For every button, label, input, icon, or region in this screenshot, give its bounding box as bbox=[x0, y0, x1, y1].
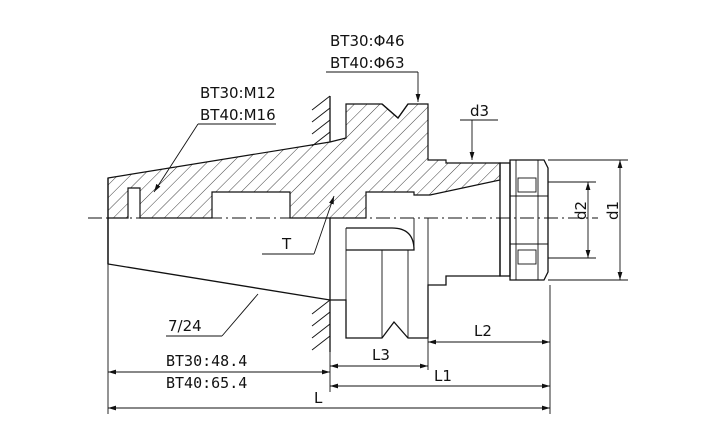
drive-slot-curve bbox=[346, 227, 415, 251]
label-d3: d3 bbox=[470, 102, 489, 120]
label-len-bt30: BT30:48.4 bbox=[166, 352, 247, 370]
label-L1: L1 bbox=[434, 367, 452, 385]
label-thread-bt40: BT40:M16 bbox=[200, 106, 276, 124]
label-L: L bbox=[314, 389, 323, 407]
label-flange-bt40: BT40:Φ63 bbox=[330, 54, 405, 72]
taper-leader bbox=[221, 293, 259, 337]
body-section-hatched bbox=[107, 103, 501, 219]
label-d2: d2 bbox=[572, 201, 590, 220]
label-T: T bbox=[281, 235, 292, 253]
flange-vgroove bbox=[381, 103, 409, 119]
label-d1: d1 bbox=[604, 201, 622, 220]
t-leader bbox=[313, 195, 335, 255]
flange-lower bbox=[329, 218, 501, 339]
label-L3: L3 bbox=[372, 346, 390, 364]
label-len-bt40: BT40:65.4 bbox=[166, 374, 247, 392]
thread-leader bbox=[153, 123, 199, 193]
label-thread-bt30: BT30:M12 bbox=[200, 84, 276, 102]
collet-nut bbox=[499, 159, 549, 281]
label-flange-bt30: BT30:Φ46 bbox=[330, 32, 405, 50]
label-L2: L2 bbox=[474, 322, 492, 340]
taper-lower-edge bbox=[107, 218, 331, 301]
spindle-wall bbox=[311, 95, 331, 352]
label-taper: 7/24 bbox=[168, 317, 202, 335]
